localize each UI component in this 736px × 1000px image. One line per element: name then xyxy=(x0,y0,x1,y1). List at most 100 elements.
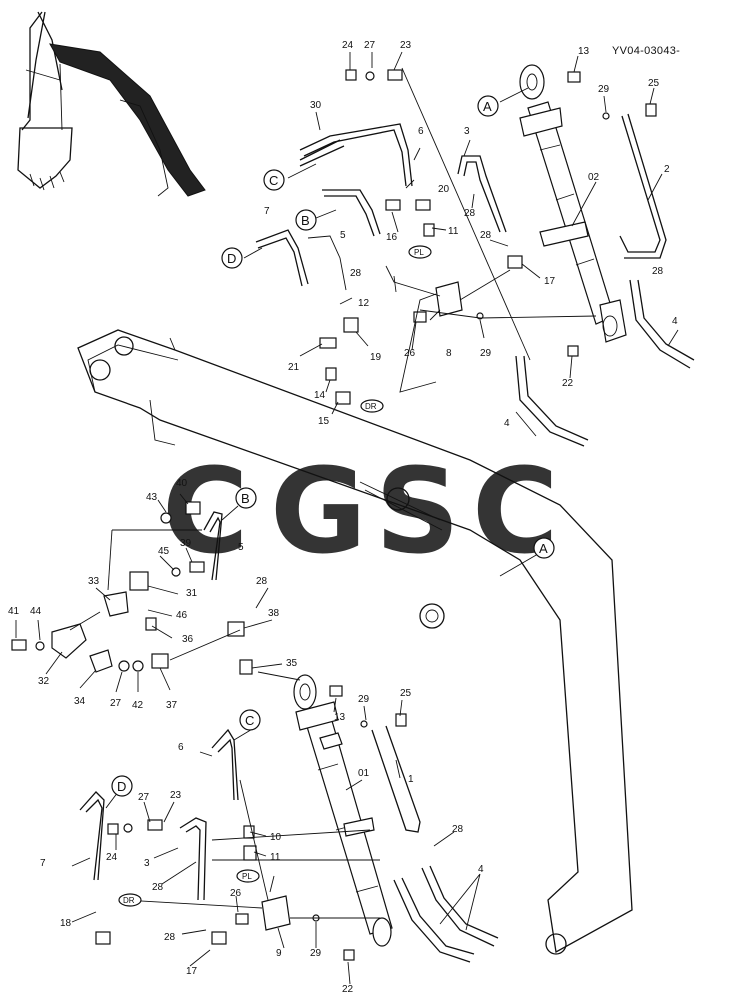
svg-text:PL: PL xyxy=(414,248,424,257)
svg-text:DR: DR xyxy=(365,402,377,411)
part-label: 23 xyxy=(400,40,412,51)
part-label: 44 xyxy=(30,606,42,617)
callout-d-bottom: D xyxy=(111,775,133,797)
excavator-thumbnail xyxy=(17,11,206,197)
leader-lines xyxy=(15,51,679,985)
part-label: 40 xyxy=(176,478,188,489)
part-label: 33 xyxy=(88,576,100,587)
part-label: 42 xyxy=(132,700,144,711)
callout-d-top: D xyxy=(221,247,243,269)
part-label: 46 xyxy=(176,610,188,621)
part-label: 29 xyxy=(310,948,322,959)
callout-a-top: A xyxy=(477,95,499,117)
part-label: 5 xyxy=(238,542,244,553)
watermark: C G S C xyxy=(162,442,559,580)
part-label: 10 xyxy=(270,832,282,843)
callout-b-mid: B xyxy=(235,487,257,509)
fittings xyxy=(11,69,657,961)
part-labels: 24 27 23 13 25 29 30 6 3 2 02 20 7 28 11… xyxy=(8,40,678,995)
watermark-letter: C xyxy=(162,442,249,580)
svg-text:PL: PL xyxy=(242,872,252,881)
svg-text:A: A xyxy=(483,99,492,114)
part-label: 36 xyxy=(182,634,194,645)
part-label: 27 xyxy=(110,698,122,709)
part-label: 7 xyxy=(264,206,270,217)
part-label: 35 xyxy=(286,658,298,669)
part-label: 3 xyxy=(464,126,470,137)
part-label: 11 xyxy=(448,226,459,237)
part-label: 7 xyxy=(40,858,46,869)
part-label: 2 xyxy=(664,164,670,175)
part-label: 28 xyxy=(452,824,464,835)
part-label: 5 xyxy=(340,230,346,241)
part-label: 28 xyxy=(480,230,492,241)
part-label: 12 xyxy=(358,298,370,309)
lower-cylinder xyxy=(293,674,393,947)
part-label: 1 xyxy=(408,774,414,785)
part-label: 13 xyxy=(578,46,590,57)
part-label: 13 xyxy=(334,712,346,723)
part-label: 23 xyxy=(170,790,182,801)
part-label: 16 xyxy=(386,232,398,243)
part-label: 4 xyxy=(504,418,510,429)
part-label: 27 xyxy=(364,40,376,51)
part-label: 22 xyxy=(342,984,354,995)
callout-c-top: C xyxy=(263,169,285,191)
part-label: 43 xyxy=(146,492,158,503)
part-label: 41 xyxy=(8,606,20,617)
part-label: 30 xyxy=(310,100,322,111)
hoses xyxy=(79,113,695,963)
callout-a-mid: A xyxy=(533,537,555,559)
part-label: 24 xyxy=(106,852,118,863)
part-label: 17 xyxy=(544,276,556,287)
tag-pl-top: PL xyxy=(408,245,432,259)
callout-c-bottom: C xyxy=(239,709,261,731)
svg-text:DR: DR xyxy=(123,896,135,905)
tag-dr-top: DR xyxy=(360,399,384,413)
svg-text:A: A xyxy=(539,541,548,556)
callout-b-top: B xyxy=(295,209,317,231)
part-label: 22 xyxy=(562,378,574,389)
part-label: 28 xyxy=(464,208,476,219)
boom-body xyxy=(77,329,633,955)
part-label: 4 xyxy=(672,316,678,327)
part-label: 6 xyxy=(178,742,184,753)
part-label: 21 xyxy=(288,362,300,373)
svg-text:B: B xyxy=(301,213,310,228)
part-label: 4 xyxy=(478,864,484,875)
part-label: 14 xyxy=(314,390,326,401)
part-label: 28 xyxy=(350,268,362,279)
tag-pl-bottom: PL xyxy=(236,869,260,883)
part-label: 32 xyxy=(38,676,50,687)
svg-text:D: D xyxy=(227,251,236,266)
part-label: 29 xyxy=(598,84,610,95)
watermark-letter: G xyxy=(270,442,367,580)
part-label: 28 xyxy=(152,882,164,893)
part-label: 28 xyxy=(164,932,176,943)
drawing-code: YV04-03043- xyxy=(612,45,680,57)
part-label: 26 xyxy=(230,888,242,899)
part-label: 29 xyxy=(480,348,492,359)
part-label: 19 xyxy=(370,352,382,363)
part-label: 38 xyxy=(268,608,280,619)
part-label: 26 xyxy=(404,348,416,359)
part-label: 31 xyxy=(186,588,198,599)
upper-cylinder xyxy=(519,64,627,343)
part-label: 18 xyxy=(60,918,72,929)
part-label: 17 xyxy=(186,966,198,977)
part-label: 45 xyxy=(158,546,170,557)
part-label: 39 xyxy=(180,538,192,549)
part-label: 8 xyxy=(446,348,452,359)
watermark-letter: C xyxy=(472,442,559,580)
part-label: 37 xyxy=(166,700,178,711)
part-label: 29 xyxy=(358,694,370,705)
part-label: 6 xyxy=(418,126,424,137)
part-label: 01 xyxy=(358,768,370,779)
svg-text:C: C xyxy=(245,713,254,728)
svg-text:D: D xyxy=(117,779,126,794)
part-label: 02 xyxy=(588,172,600,183)
part-label: 9 xyxy=(276,948,282,959)
svg-text:B: B xyxy=(241,491,250,506)
svg-text:C: C xyxy=(269,173,278,188)
